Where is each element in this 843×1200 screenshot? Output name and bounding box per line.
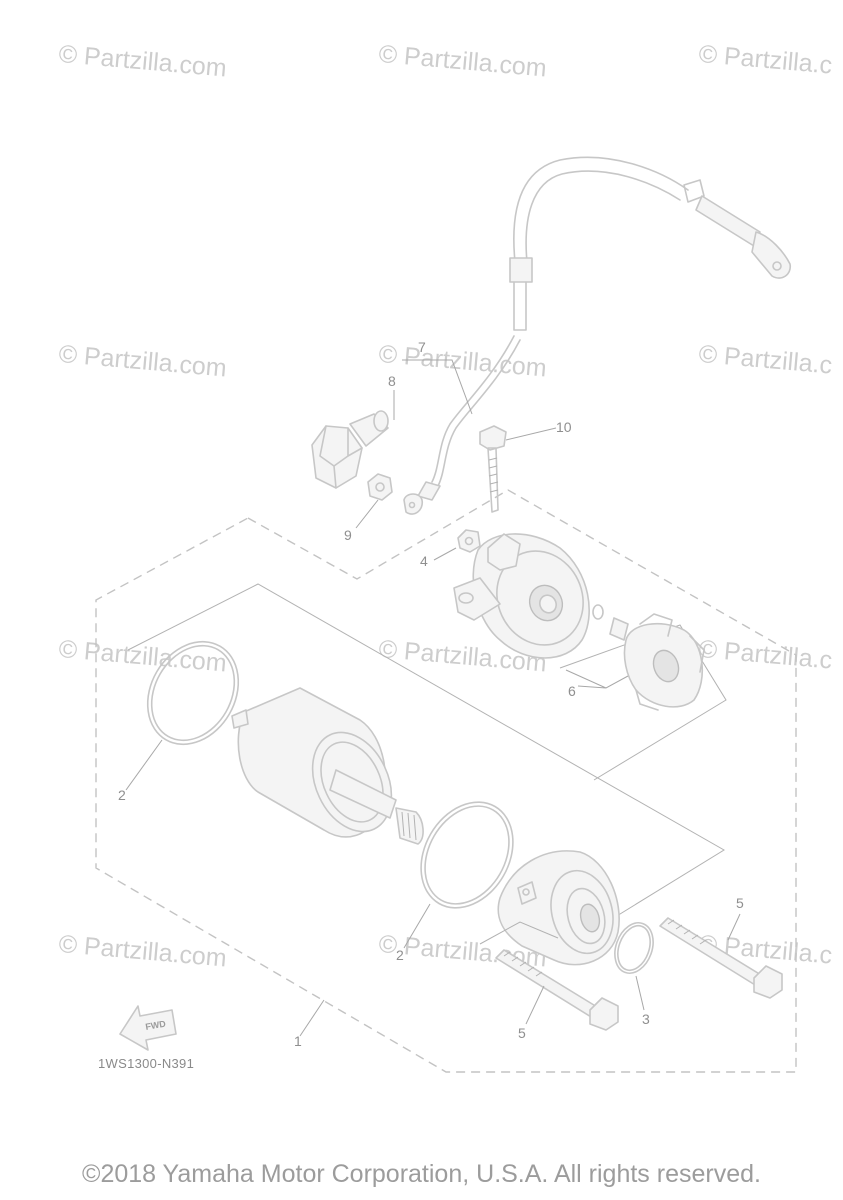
callout-2-right: 2 — [396, 947, 404, 963]
fwd-arrow-icon: FWD — [119, 1005, 177, 1051]
leader-lines — [125, 359, 741, 1037]
bolt-left — [495, 949, 619, 1031]
front-cover — [479, 850, 620, 966]
washer — [592, 604, 604, 620]
nut-9 — [367, 473, 393, 501]
bolt-right — [659, 917, 783, 999]
callout-2-left: 2 — [118, 787, 126, 803]
terminal-cap — [311, 410, 389, 489]
callout-1: 1 — [294, 1033, 302, 1049]
lead-wire — [403, 335, 521, 515]
callout-10: 10 — [556, 419, 572, 435]
callout-6: 6 — [568, 683, 576, 699]
fwd-label: FWD — [145, 1018, 167, 1031]
o-ring-left — [146, 640, 240, 746]
nut-4 — [457, 529, 481, 553]
callout-8: 8 — [388, 373, 396, 389]
rear-cover — [453, 533, 590, 659]
starter-cable — [509, 156, 792, 331]
callout-7: 7 — [418, 339, 426, 355]
inner-frame — [127, 583, 725, 931]
o-ring-small — [614, 922, 654, 974]
o-ring-right — [420, 801, 514, 909]
assembly-boundary — [95, 489, 797, 1073]
callout-3: 3 — [642, 1011, 650, 1027]
copyright-notice: ©2018 Yamaha Motor Corporation, U.S.A. A… — [82, 1160, 761, 1188]
motor-yoke — [231, 687, 424, 845]
brush-set — [609, 613, 705, 711]
diagram-code: 1WS1300-N391 — [98, 1056, 195, 1071]
bolt-10 — [479, 425, 507, 513]
callout-5-right: 5 — [736, 895, 744, 911]
callout-5-left: 5 — [518, 1025, 526, 1041]
brush-frame — [559, 624, 727, 781]
callout-9: 9 — [344, 527, 352, 543]
callout-4: 4 — [420, 553, 428, 569]
